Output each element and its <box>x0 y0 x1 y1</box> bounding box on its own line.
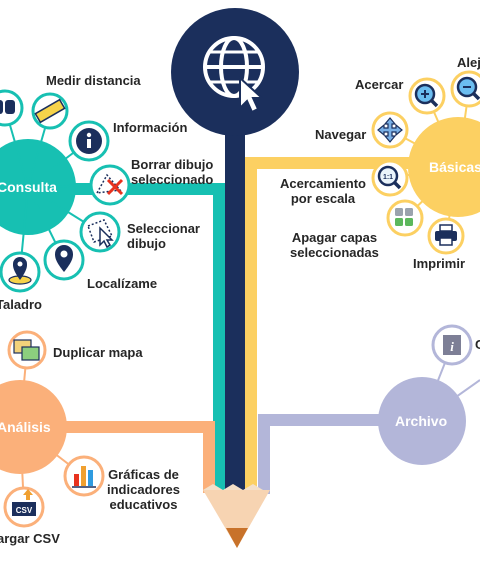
analisis-connector-v <box>203 421 215 493</box>
location-pin-icon[interactable] <box>43 239 85 281</box>
acercar-label: Acercar <box>355 77 404 92</box>
archivo-branch: i <box>378 324 480 465</box>
escala-line-2: por escala <box>290 191 356 206</box>
consulta-hub-label: Consulta <box>0 179 57 195</box>
seleccionar-dibujo-label: Seleccionar dibujo <box>127 221 200 251</box>
drill-icon[interactable] <box>0 251 41 293</box>
borrar-dibujo-label: Borrar dibujo seleccionado <box>131 157 213 187</box>
zoom-in-icon[interactable] <box>408 77 446 115</box>
basicas-branch: 1:1 <box>371 70 480 255</box>
archivo-connector-v <box>258 414 270 494</box>
document-info-icon[interactable]: i <box>431 324 473 366</box>
navegar-label: Navegar <box>315 127 367 142</box>
consulta-branch <box>0 89 131 293</box>
layers-off-icon[interactable] <box>386 199 424 237</box>
analisis-hub-label: Análisis <box>0 419 51 435</box>
analisis-branch: CSV <box>0 330 105 528</box>
escala-line-1: Acercamiento <box>280 176 366 191</box>
informacion-label: Información <box>113 120 188 135</box>
consulta-connector-v <box>213 183 225 493</box>
imprimir-label: Imprimir <box>413 256 466 271</box>
select-drawing-icon[interactable] <box>79 211 121 253</box>
archivo-partial-label: C <box>475 337 480 352</box>
info-badge: i <box>450 339 454 354</box>
borrar-line-2: seleccionado <box>131 172 214 187</box>
basicas-hub-label: Básicas <box>429 159 480 175</box>
navigate-icon[interactable] <box>371 111 409 149</box>
printer-icon[interactable] <box>427 217 465 255</box>
erase-drawing-icon[interactable] <box>89 164 131 206</box>
bar-chart-icon[interactable] <box>63 455 105 497</box>
globe-cursor-icon <box>171 8 299 136</box>
ruler-icon[interactable] <box>31 92 69 130</box>
graficas-label: Gráficas de indicadores educativos <box>107 467 180 512</box>
borrar-line-1: Borrar dibujo <box>131 157 214 172</box>
apagar-line-1: Apagar capas <box>291 230 378 245</box>
connectors <box>0 157 480 494</box>
alejar-label: Alej <box>457 55 480 70</box>
csv-badge: CSV <box>16 506 33 515</box>
info-icon[interactable] <box>68 120 110 162</box>
acercamiento-escala-label: Acercamiento por escala <box>280 176 366 206</box>
apagar-line-2: seleccionadas <box>290 245 379 260</box>
graficas-line-2: indicadores <box>107 482 180 497</box>
graficas-line-3: educativos <box>109 497 178 512</box>
apagar-capas-label: Apagar capas seleccionadas <box>290 230 379 260</box>
zoom-out-icon[interactable] <box>450 70 480 108</box>
pencil-trunk <box>203 130 270 548</box>
binoculars-icon[interactable] <box>0 89 24 127</box>
medir-distancia-label: Medir distancia <box>46 73 141 88</box>
csv-icon[interactable]: CSV <box>3 486 45 528</box>
localizame-label: Localízame <box>87 276 158 291</box>
scale-zoom-icon[interactable]: 1:1 <box>371 159 409 197</box>
archivo-connector-h <box>258 414 398 426</box>
graficas-line-1: Gráficas de <box>108 467 179 482</box>
duplicate-map-icon[interactable] <box>7 330 47 370</box>
cargar-csv-label: argar CSV <box>0 531 60 546</box>
seleccionar-line-2: dibujo <box>127 236 166 251</box>
taladro-label: Taladro <box>0 297 42 312</box>
duplicar-mapa-label: Duplicar mapa <box>53 345 143 360</box>
archivo-hub-label: Archivo <box>395 413 448 429</box>
seleccionar-line-1: Seleccionar <box>127 221 200 236</box>
basicas-connector-v <box>245 157 257 493</box>
scale-badge: 1:1 <box>383 174 393 181</box>
